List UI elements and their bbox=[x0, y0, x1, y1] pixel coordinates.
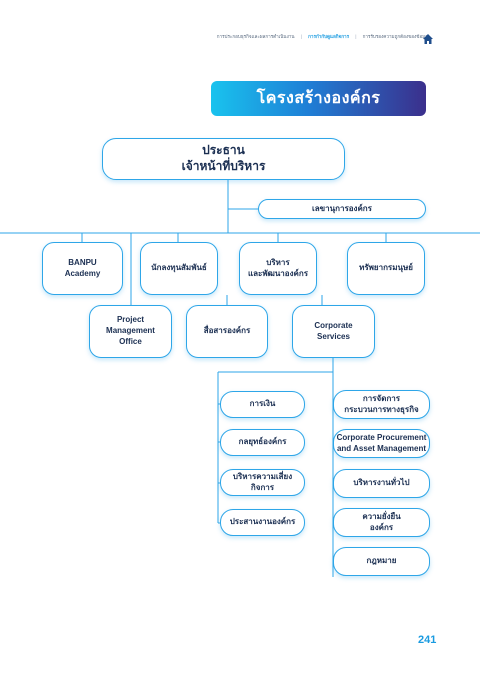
org-node-procurement: Corporate Procurement and Asset Manageme… bbox=[333, 429, 430, 458]
org-node-finance: การเงิน bbox=[220, 391, 305, 418]
org-node-pmo: Project Management Office bbox=[89, 305, 172, 358]
org-node-sustainability: ความยั่งยืน องค์กร bbox=[333, 508, 430, 537]
page-number: 241 bbox=[418, 634, 437, 646]
home-icon[interactable] bbox=[422, 33, 434, 45]
org-node-corporate-communications: สื่อสารองค์กร bbox=[186, 305, 268, 358]
org-node-investor-relations: นักลงทุนสัมพันธ์ bbox=[140, 242, 218, 295]
org-node-corporate-strategy: กลยุทธ์องค์กร bbox=[220, 429, 305, 456]
org-node-corporate-coordination: ประสานงานองค์กร bbox=[220, 509, 305, 536]
breadcrumb-item-operations[interactable]: การประกอบธุรกิจและผลการดำเนินงาน bbox=[216, 35, 295, 40]
breadcrumb: การประกอบธุรกิจและผลการดำเนินงาน | การกำ… bbox=[216, 35, 428, 40]
org-node-business-process: การจัดการ กระบวนการทางธุรกิจ bbox=[333, 390, 430, 419]
org-node-enterprise-risk: บริหารความเสี่ยงกิจการ bbox=[220, 469, 305, 496]
org-node-corporate-services: Corporate Services bbox=[292, 305, 375, 358]
org-node-banpu-academy: BANPU Academy bbox=[42, 242, 123, 295]
org-node-ceo: ประธาน เจ้าหน้าที่บริหาร bbox=[102, 138, 345, 180]
breadcrumb-item-certification[interactable]: การรับรองความถูกต้องของข้อมูล bbox=[362, 35, 428, 40]
org-node-general-admin: บริหารงานทั่วไป bbox=[333, 469, 430, 498]
breadcrumb-item-governance[interactable]: การกำกับดูแลกิจการ bbox=[308, 35, 350, 40]
org-node-legal: กฎหมาย bbox=[333, 547, 430, 576]
page-title: โครงสร้างองค์กร bbox=[211, 81, 426, 116]
org-node-org-development: บริหาร และพัฒนาองค์กร bbox=[239, 242, 317, 295]
org-node-secretary: เลขานุการองค์กร bbox=[258, 199, 426, 219]
org-node-human-resources: ทรัพยากรมนุษย์ bbox=[347, 242, 425, 295]
